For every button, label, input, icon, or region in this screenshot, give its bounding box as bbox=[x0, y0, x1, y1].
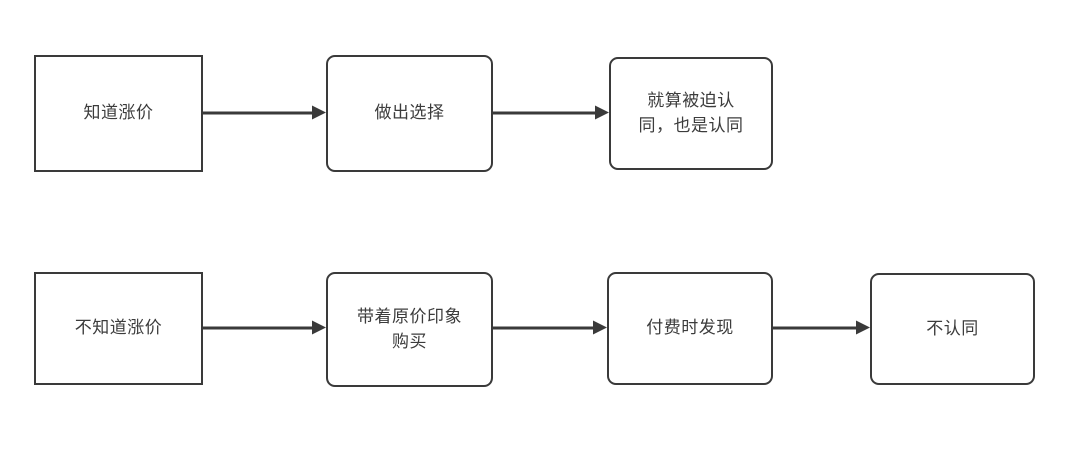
flow-node-n4[interactable]: 不知道涨价 bbox=[34, 272, 203, 385]
arrowhead-icon bbox=[856, 320, 870, 335]
flow-node-n3[interactable]: 就算被迫认 同，也是认同 bbox=[609, 57, 773, 170]
flow-node-n1[interactable]: 知道涨价 bbox=[34, 55, 203, 172]
arrowhead-icon bbox=[595, 105, 609, 120]
edge-line bbox=[203, 326, 314, 330]
arrowhead-icon bbox=[593, 320, 607, 335]
edge-line bbox=[773, 326, 858, 330]
flow-node-label: 不认同 bbox=[926, 318, 979, 339]
flow-node-label: 就算被迫认 同，也是认同 bbox=[638, 90, 744, 136]
flow-node-label: 带着原价印象 购买 bbox=[357, 306, 462, 352]
flow-node-n2[interactable]: 做出选择 bbox=[326, 55, 493, 172]
edge-line bbox=[493, 111, 597, 115]
flow-node-n6[interactable]: 付费时发现 bbox=[607, 272, 773, 385]
edge-line bbox=[203, 111, 314, 115]
flow-node-n7[interactable]: 不认同 bbox=[870, 273, 1035, 385]
flow-node-label: 不知道涨价 bbox=[74, 318, 163, 338]
flow-node-n5[interactable]: 带着原价印象 购买 bbox=[326, 272, 493, 387]
edge-line bbox=[493, 326, 595, 330]
arrowhead-icon bbox=[312, 320, 326, 335]
flow-node-label: 做出选择 bbox=[374, 103, 445, 123]
arrowhead-icon bbox=[312, 105, 326, 120]
flow-node-label: 知道涨价 bbox=[83, 103, 154, 123]
flow-node-label: 付费时发现 bbox=[646, 318, 734, 338]
